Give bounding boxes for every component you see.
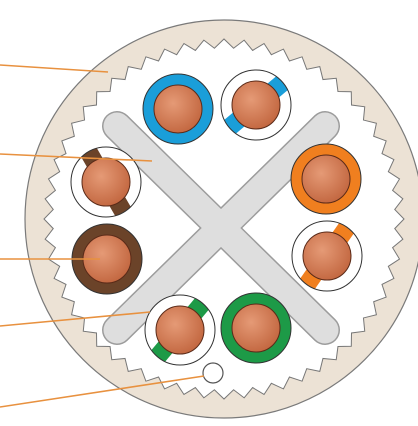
copper-conductor bbox=[154, 85, 202, 133]
copper-conductor bbox=[303, 232, 351, 280]
wire-blue-solid bbox=[143, 74, 213, 144]
copper-conductor bbox=[232, 81, 280, 129]
drain-wire bbox=[203, 363, 223, 383]
wire-orange-solid bbox=[291, 144, 361, 214]
copper-conductor bbox=[156, 306, 204, 354]
leader-line-1 bbox=[0, 65, 108, 72]
wire-green-solid bbox=[221, 293, 291, 363]
copper-conductor bbox=[302, 155, 350, 203]
copper-conductor bbox=[232, 304, 280, 352]
copper-conductor bbox=[82, 158, 130, 206]
